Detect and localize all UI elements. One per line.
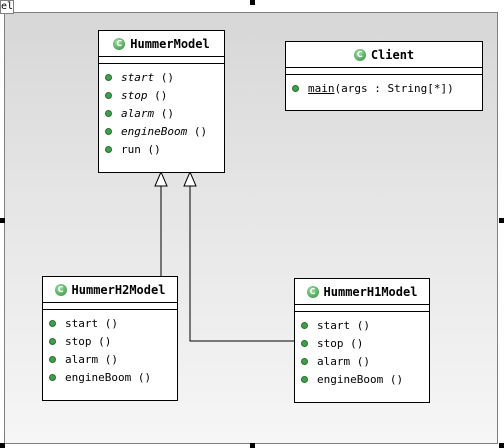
operation-engine-boom[interactable]: engineBoom () — [49, 368, 177, 386]
class-icon: C — [113, 37, 126, 50]
public-method-icon — [105, 109, 112, 117]
generalization-h1-arrowhead — [183, 170, 197, 187]
public-method-icon — [105, 145, 112, 153]
operation-start[interactable]: start () — [301, 316, 429, 334]
operation-run[interactable]: run () — [105, 140, 224, 158]
public-method-icon — [49, 373, 56, 381]
resize-handle-right[interactable] — [499, 218, 504, 223]
operation-stop[interactable]: stop () — [105, 86, 224, 104]
editor-tab-label: el — [1, 1, 14, 12]
class-name: HummerH1Model — [323, 284, 418, 299]
public-method-icon — [105, 73, 112, 81]
generalization-h2-arrowhead — [154, 170, 168, 187]
operations-compartment: start () stop () alarm () engineBoom () — [295, 312, 429, 388]
class-icon: C — [353, 48, 366, 61]
operations-compartment: start () stop () alarm () engineBoom () — [43, 310, 177, 386]
operation-alarm[interactable]: alarm () — [49, 350, 177, 368]
resize-handle-left[interactable] — [0, 218, 5, 223]
attributes-compartment — [43, 303, 177, 310]
class-name: Client — [370, 47, 415, 62]
class-client[interactable]: C Client main(args : String[*]) — [285, 41, 483, 111]
attributes-compartment — [99, 57, 224, 64]
class-hummer-h2-model[interactable]: C HummerH2Model start () stop () alarm (… — [42, 276, 178, 401]
public-method-icon — [49, 355, 56, 363]
attributes-compartment — [295, 305, 429, 312]
public-method-icon — [301, 321, 308, 329]
class-hummer-h1-model[interactable]: C HummerH1Model start () stop () alarm (… — [294, 278, 430, 403]
operation-main[interactable]: main(args : String[*]) — [292, 79, 482, 97]
class-name: HummerH2Model — [71, 282, 166, 297]
resize-handle-bottom-right[interactable] — [499, 443, 504, 448]
operation-alarm[interactable]: alarm () — [105, 104, 224, 122]
attributes-compartment — [286, 68, 482, 75]
class-icon: C — [54, 283, 67, 296]
public-method-icon — [49, 319, 56, 327]
operation-engine-boom[interactable]: engineBoom () — [301, 370, 429, 388]
public-method-icon — [301, 375, 308, 383]
public-method-icon — [105, 91, 112, 99]
operations-compartment: start () stop () alarm () engineBoom () … — [99, 64, 224, 158]
operation-start[interactable]: start () — [49, 314, 177, 332]
editor-tab[interactable]: el — [0, 0, 14, 14]
operation-stop[interactable]: stop () — [301, 334, 429, 352]
operation-stop[interactable]: stop () — [49, 332, 177, 350]
class-hummer-model[interactable]: C HummerModel start () stop () alarm () … — [98, 30, 225, 173]
resize-handle-top[interactable] — [250, 0, 255, 5]
operation-alarm[interactable]: alarm () — [301, 352, 429, 370]
operation-engine-boom[interactable]: engineBoom () — [105, 122, 224, 140]
public-method-icon — [105, 127, 112, 135]
public-method-icon — [301, 339, 308, 347]
class-icon: C — [306, 285, 319, 298]
class-name: HummerModel — [130, 36, 210, 51]
generalization-h1 — [189, 184, 294, 342]
public-method-icon — [49, 337, 56, 345]
operations-compartment: main(args : String[*]) — [286, 75, 482, 97]
operation-start[interactable]: start () — [105, 68, 224, 86]
resize-handle-bottom[interactable] — [250, 443, 255, 448]
public-method-icon — [292, 84, 299, 92]
resize-handle-bottom-left[interactable] — [0, 443, 5, 448]
public-method-icon — [301, 357, 308, 365]
